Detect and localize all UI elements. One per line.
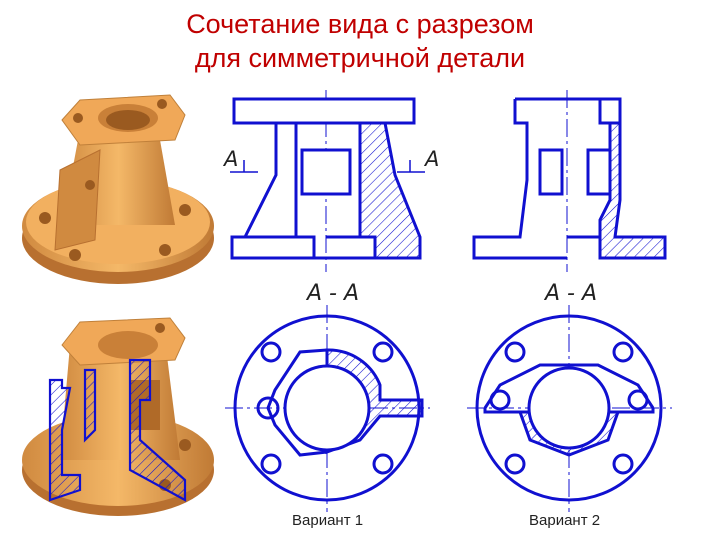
title-line-2: для симметричной детали — [194, 43, 526, 73]
title-line-1: Сочетание вида с разрезом — [186, 9, 534, 39]
section-label-1: А - А — [305, 281, 359, 306]
front-view-variant-1 — [230, 90, 425, 272]
cut-label-left: А — [222, 147, 238, 171]
section-view-variant-2 — [467, 305, 672, 512]
front-view-variant-2 — [472, 90, 667, 272]
model-3d-section — [22, 317, 214, 516]
section-label-2: А - А — [543, 281, 597, 306]
section-view-variant-1 — [225, 305, 430, 512]
variant-1-caption: Вариант 1 — [292, 512, 364, 529]
variant-2-caption: Вариант 2 — [529, 512, 601, 529]
model-3d-full — [22, 94, 214, 284]
cut-label-right: А — [423, 147, 439, 171]
